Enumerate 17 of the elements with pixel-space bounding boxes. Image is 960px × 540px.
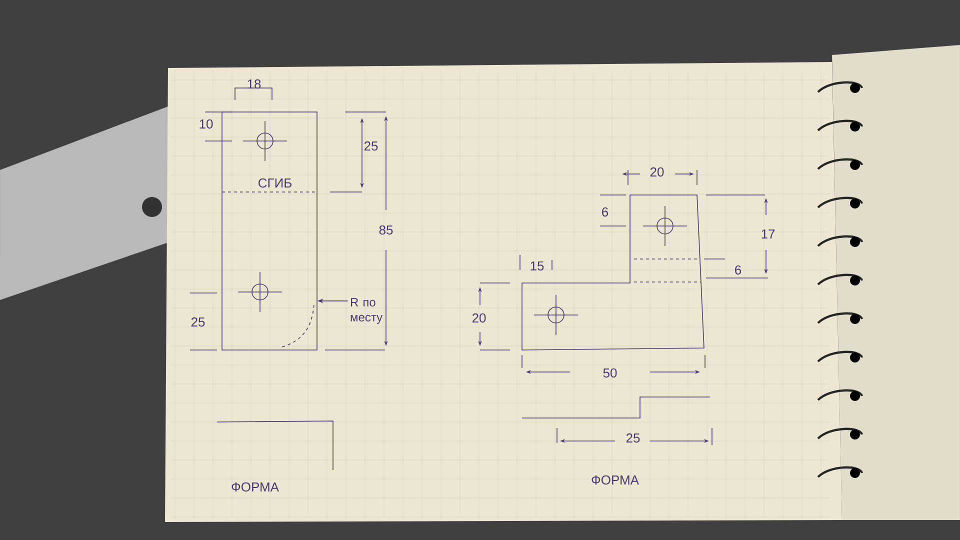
dimension-label: ФОРМА xyxy=(592,475,639,485)
dimension-label: ФОРМА xyxy=(232,482,279,492)
dimension-label: 6 xyxy=(602,207,608,217)
dimension-label: 6 xyxy=(735,265,742,275)
part-outline xyxy=(222,112,318,350)
dimension-label: 25 xyxy=(626,433,640,443)
dimension-label: СГИБ xyxy=(258,178,292,188)
dimension-label: 85 xyxy=(379,225,393,235)
dimension-label: 17 xyxy=(762,230,775,238)
dimension-label: 18 xyxy=(248,79,261,89)
dimension-label: 20 xyxy=(650,167,664,177)
dimension-label: 15 xyxy=(530,261,544,271)
dimension-label: 50 xyxy=(603,368,617,378)
dimension-label: 20 xyxy=(472,313,486,323)
note-text: R по месту xyxy=(350,298,383,324)
dimension-label: 25 xyxy=(191,317,205,327)
dimension-label: 25 xyxy=(364,141,378,151)
